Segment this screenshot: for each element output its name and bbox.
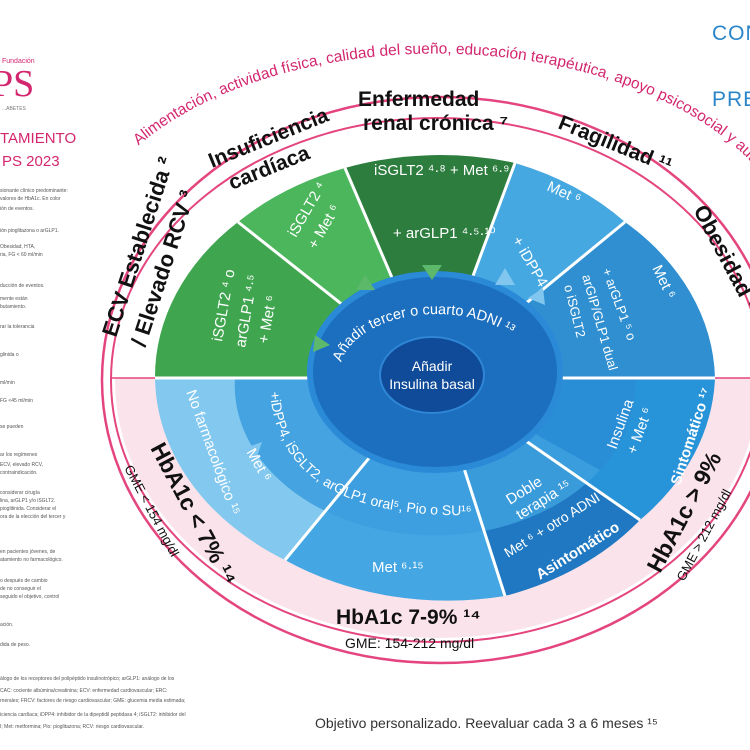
side-note: lina, arGLP1 y/o iSGLT2. [0, 498, 56, 504]
gme-bottom: GME: 154-212 mg/dl [345, 635, 474, 651]
arrow-icon [356, 275, 375, 290]
side-note: seguido el objetivo, control [0, 594, 60, 600]
footer-abbrev-note: rnerales; FRCV: factores de riesgo cardi… [0, 698, 186, 704]
arrow-icons [240, 268, 545, 462]
footer-abbrev-note: I; Met: metformina; Pio: pioglitazona; R… [0, 724, 145, 730]
erc-outer: iSGLT2 ⁴·⁸ + Met ⁶·⁹ [374, 162, 510, 179]
arrow-icons [313, 265, 442, 352]
side-note: glinida o [0, 352, 19, 358]
hba1c-bottom: HbA1c 7-9% ¹⁴ [336, 606, 481, 629]
side-note: mente están [0, 296, 28, 302]
side-note: se pueden [0, 424, 24, 430]
side-note: butamiento. [0, 304, 27, 310]
center-core-line1: Añadir [412, 358, 453, 374]
arrow-icon [422, 265, 442, 280]
footer-abbrev-note: iciencia cardíaca; iDPP4: inhibidor de l… [0, 712, 186, 718]
side-note: ECV, elevado RCV, [0, 462, 43, 468]
side-note: ación. [0, 622, 14, 628]
side-note: ria, FG < 60 ml/min [0, 252, 43, 258]
side-note: o después de cambio [0, 578, 48, 584]
footer-note: Objetivo personalizado. Reevaluar cada 3… [315, 715, 658, 731]
logo-text: PS [0, 63, 35, 105]
arrow-icon [240, 442, 262, 462]
side-note: pioglitinida. Considerar el [0, 506, 57, 512]
org-small-label: Fundación [2, 58, 35, 65]
side-note: atamiento no farmacológico. [0, 557, 63, 563]
arrow-icon [313, 335, 330, 352]
arrow-icon [528, 288, 545, 305]
side-note: FG <45 ml/min [0, 398, 33, 404]
side-note: de no conseguir el [0, 586, 41, 592]
title-line2: PS 2023 [2, 153, 60, 170]
right-title-1: CON [712, 22, 750, 45]
erc-inner: + arGLP1 ⁴·⁵·¹⁰ [393, 225, 495, 242]
category-erc-2: renal crónica ⁷ [363, 112, 508, 135]
logo-subtitle: ...ABETES [2, 106, 26, 112]
side-note: valores de HbA1c. En color [0, 196, 61, 202]
side-note: ar los regímenes [0, 452, 38, 458]
center-core-line2: Insulina basal [389, 376, 475, 392]
center-core [379, 336, 485, 414]
side-note: Obesidad, HTA, [0, 244, 36, 250]
met-bottom-text: Met ⁶·¹⁵ [372, 559, 424, 576]
side-note: ión de eventos. [0, 206, 34, 212]
side-note: sionante clínico predominante: [0, 188, 68, 194]
side-note: considerar cirugía [0, 490, 40, 496]
category-erc: Enfermedad [358, 88, 479, 111]
side-note: rar la tolerancia [0, 324, 35, 330]
right-title-2: PRE [712, 88, 750, 111]
side-note: ducción de eventos. [0, 283, 45, 289]
footer-abbrev-note: álogo de los receptores del polipéptido … [0, 676, 175, 682]
side-note: ml/min [0, 380, 15, 386]
footer-abbrev-note: CAC: cociente albúmina/creatinina; ECV: … [0, 688, 168, 694]
side-note: ión pioglitazona o arGLP1. [0, 228, 59, 234]
side-note: en pacientes jóvenes, de [0, 549, 56, 555]
arrow-icon [495, 268, 515, 285]
side-note: ora de la elección del tercer y [0, 514, 66, 520]
side-note: dida de peso. [0, 642, 31, 648]
title-line1: TAMIENTO [0, 130, 77, 147]
side-note: contraindicación. [0, 470, 38, 476]
